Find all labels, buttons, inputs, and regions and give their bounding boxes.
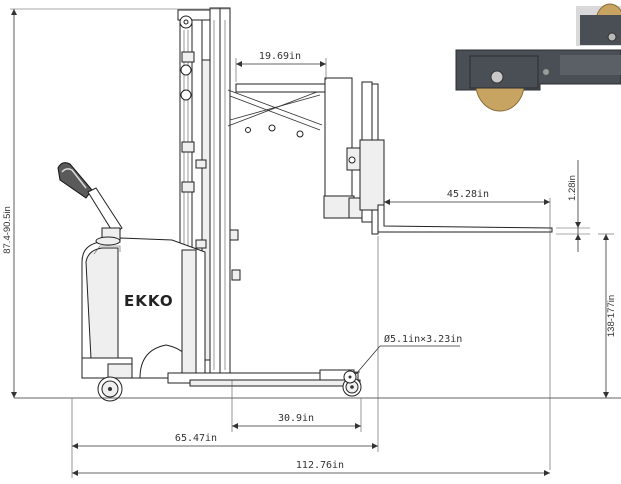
dimension-wheelbase: 30.9in: [231, 380, 362, 432]
fork: [377, 204, 553, 233]
dimension-fork-length: 45.28in: [384, 189, 551, 470]
pantograph: [227, 83, 342, 138]
label-wheelbase: 30.9in: [278, 413, 314, 424]
label-overall-length: 112.76in: [296, 460, 344, 471]
carriage: [323, 77, 385, 235]
label-reach: 19.69in: [259, 51, 301, 62]
label-length-to-fork-face: 65.47in: [175, 433, 217, 444]
dimension-lift-height: 138-177in: [598, 233, 617, 398]
dimension-wheel-size: Ø5.1in×3.23in: [355, 333, 462, 375]
label-wheel-size: Ø5.1in×3.23in: [384, 333, 462, 345]
brand-label: EKKO: [124, 292, 174, 310]
dimension-reach: 19.69in: [235, 51, 327, 82]
dimension-overall-length: 112.76in: [72, 460, 550, 476]
wheels: [97, 370, 362, 402]
label-fork-length: 45.28in: [447, 189, 489, 200]
truck-body: [81, 237, 206, 379]
dimension-overall-height: 87.4-90.5in: [2, 8, 230, 398]
dimension-length-to-fork-face: 65.47in: [71, 236, 379, 478]
dimension-fork-thickness: 1.28in: [556, 160, 590, 252]
label-lift-height: 138-177in: [606, 295, 617, 337]
wheel-inset-photo: [455, 3, 621, 112]
label-overall-height: 87.4-90.5in: [2, 206, 13, 254]
label-fork-thickness: 1.28in: [567, 175, 578, 201]
tiller-arm: [57, 162, 123, 246]
